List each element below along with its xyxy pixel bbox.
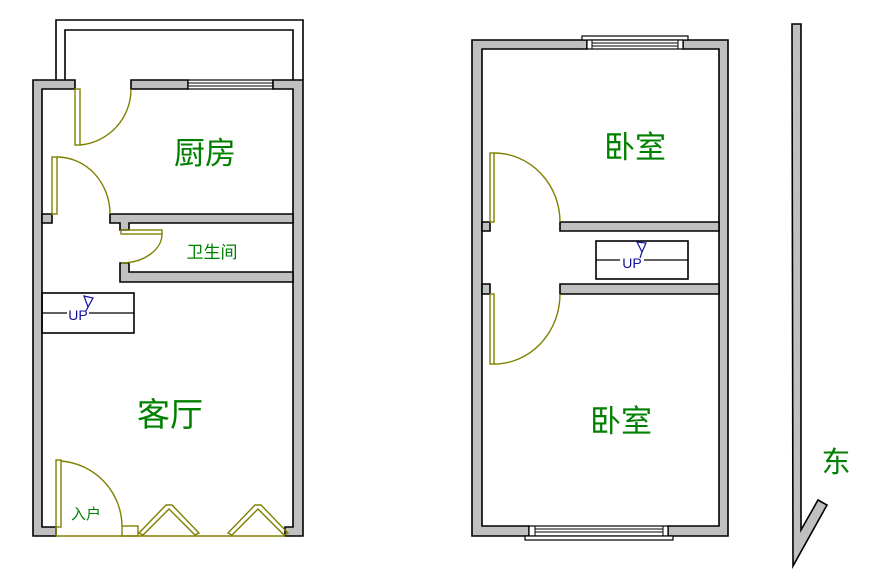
ground-floor-plan: UP 厨房 卫生间 客厅 入户: [32, 19, 304, 537]
stairs-upper: UP: [595, 240, 689, 280]
wall-right: [272, 79, 304, 537]
stairs-ground: UP: [41, 292, 135, 334]
room-label-bathroom: 卫生间: [187, 243, 238, 263]
room-label-bedroom-bottom: 卧室: [590, 404, 652, 440]
wall-interior-upper: [481, 221, 720, 295]
compass-label-east: 东: [821, 445, 850, 479]
bedroom-bottom-door[interactable]: [489, 293, 561, 365]
stairs-arrow-icon: [83, 295, 94, 312]
upper-floor-plan: UP 卧室 卧室: [471, 35, 729, 541]
wall-top-middle: [130, 79, 189, 90]
room-label-kitchen: 厨房: [174, 136, 236, 172]
folding-door-2[interactable]: [226, 504, 290, 536]
compass: 东: [791, 23, 851, 570]
stairs-up-label: UP: [68, 307, 87, 323]
window-bottom-upper: [524, 525, 674, 541]
stairs-arrow-icon: [635, 241, 647, 259]
hall-door[interactable]: [51, 156, 111, 215]
window-top-upper: [581, 35, 689, 50]
wall-bathroom: [119, 262, 294, 283]
room-label-entrance: 入户: [71, 505, 101, 523]
entrance-door[interactable]: [55, 459, 285, 537]
balcony-outline: [55, 19, 304, 80]
room-label-living-room: 客厅: [137, 395, 203, 434]
stairs-up-label: UP: [622, 255, 641, 271]
room-label-bedroom-top: 卧室: [604, 130, 666, 166]
compass-arrow-icon: [791, 23, 829, 570]
window-top: [187, 79, 274, 90]
bathroom-door[interactable]: [120, 229, 163, 264]
wall-kitchen-hall: [41, 213, 294, 231]
folding-door-1[interactable]: [137, 504, 201, 536]
bedroom-top-door[interactable]: [489, 152, 561, 223]
kitchen-door[interactable]: [74, 88, 132, 146]
